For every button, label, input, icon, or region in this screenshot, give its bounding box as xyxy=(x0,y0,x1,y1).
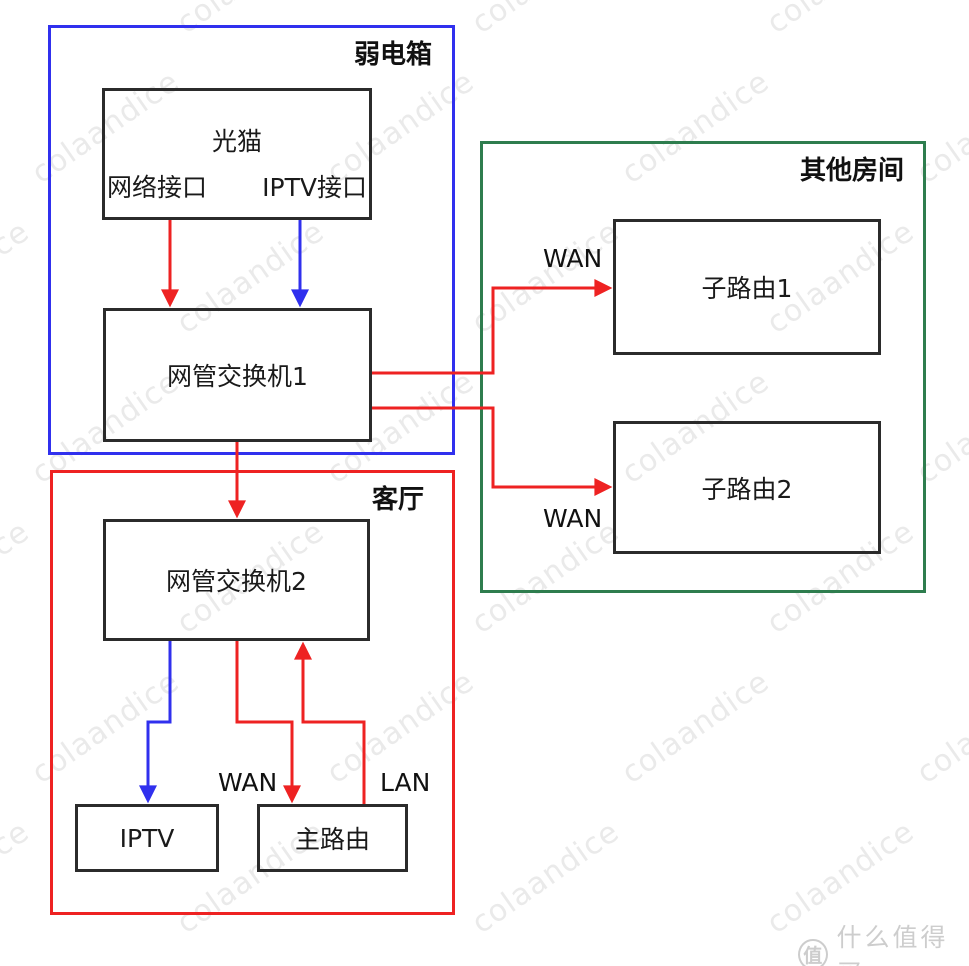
watermark-text: colaandice xyxy=(0,0,36,41)
watermark-text: colaandice xyxy=(910,664,969,791)
edge-label-lan-main-router: LAN xyxy=(380,768,431,797)
watermark-text: colaandice xyxy=(760,0,920,41)
watermark-text: colaandice xyxy=(0,514,36,641)
watermark-text: colaandice xyxy=(0,214,36,341)
node-managed-switch-1: 网管交换机1 xyxy=(103,308,372,442)
zone-label-weak-current-box: 弱电箱 xyxy=(353,40,432,70)
modem-port-iptv: IPTV接口 xyxy=(262,173,367,202)
modem-port-network: 网络接口 xyxy=(107,173,208,202)
watermark-text: colaandice xyxy=(615,664,776,791)
zone-label-living-room: 客厅 xyxy=(371,485,424,515)
watermark-text: colaandice xyxy=(465,814,626,941)
zone-label-other-rooms: 其他房间 xyxy=(799,156,904,186)
smzdm-brand-text: 什么值得买 xyxy=(836,923,949,966)
edge-label-wan-sub-router-2: WAN xyxy=(543,504,603,533)
modem-ports-row: 网络接口 IPTV接口 xyxy=(107,168,367,204)
node-sub-router-1: 子路由1 xyxy=(613,219,881,355)
node-managed-switch-2: 网管交换机2 xyxy=(103,519,370,641)
zone-living-room: 客厅 xyxy=(50,470,455,915)
node-main-router: 主路由 xyxy=(257,804,408,872)
zone-weak-current-box: 弱电箱 xyxy=(48,25,455,455)
node-label-managed-switch-2: 网管交换机2 xyxy=(166,567,307,596)
node-optical-modem: 光猫 网络接口 IPTV接口 xyxy=(102,88,372,220)
node-sub-router-2: 子路由2 xyxy=(613,421,881,554)
edge-label-wan-main-router: WAN xyxy=(218,768,278,797)
node-label-main-router: 主路由 xyxy=(294,825,370,854)
smzdm-brand-mark: 值 什么值得买 xyxy=(798,918,969,966)
node-label-optical-modem: 光猫 xyxy=(211,127,262,156)
node-label-sub-router-1: 子路由1 xyxy=(701,274,793,303)
edge-label-wan-sub-router-1: WAN xyxy=(543,244,603,273)
node-label-sub-router-2: 子路由2 xyxy=(701,474,793,504)
node-label-managed-switch-1: 网管交换机1 xyxy=(167,362,308,391)
watermark-text: colaandice xyxy=(0,814,36,941)
smzdm-badge-icon: 值 xyxy=(798,938,828,966)
watermark-text: colaandice xyxy=(465,0,625,41)
node-iptv: IPTV xyxy=(75,804,219,872)
node-label-iptv: IPTV xyxy=(119,823,175,853)
